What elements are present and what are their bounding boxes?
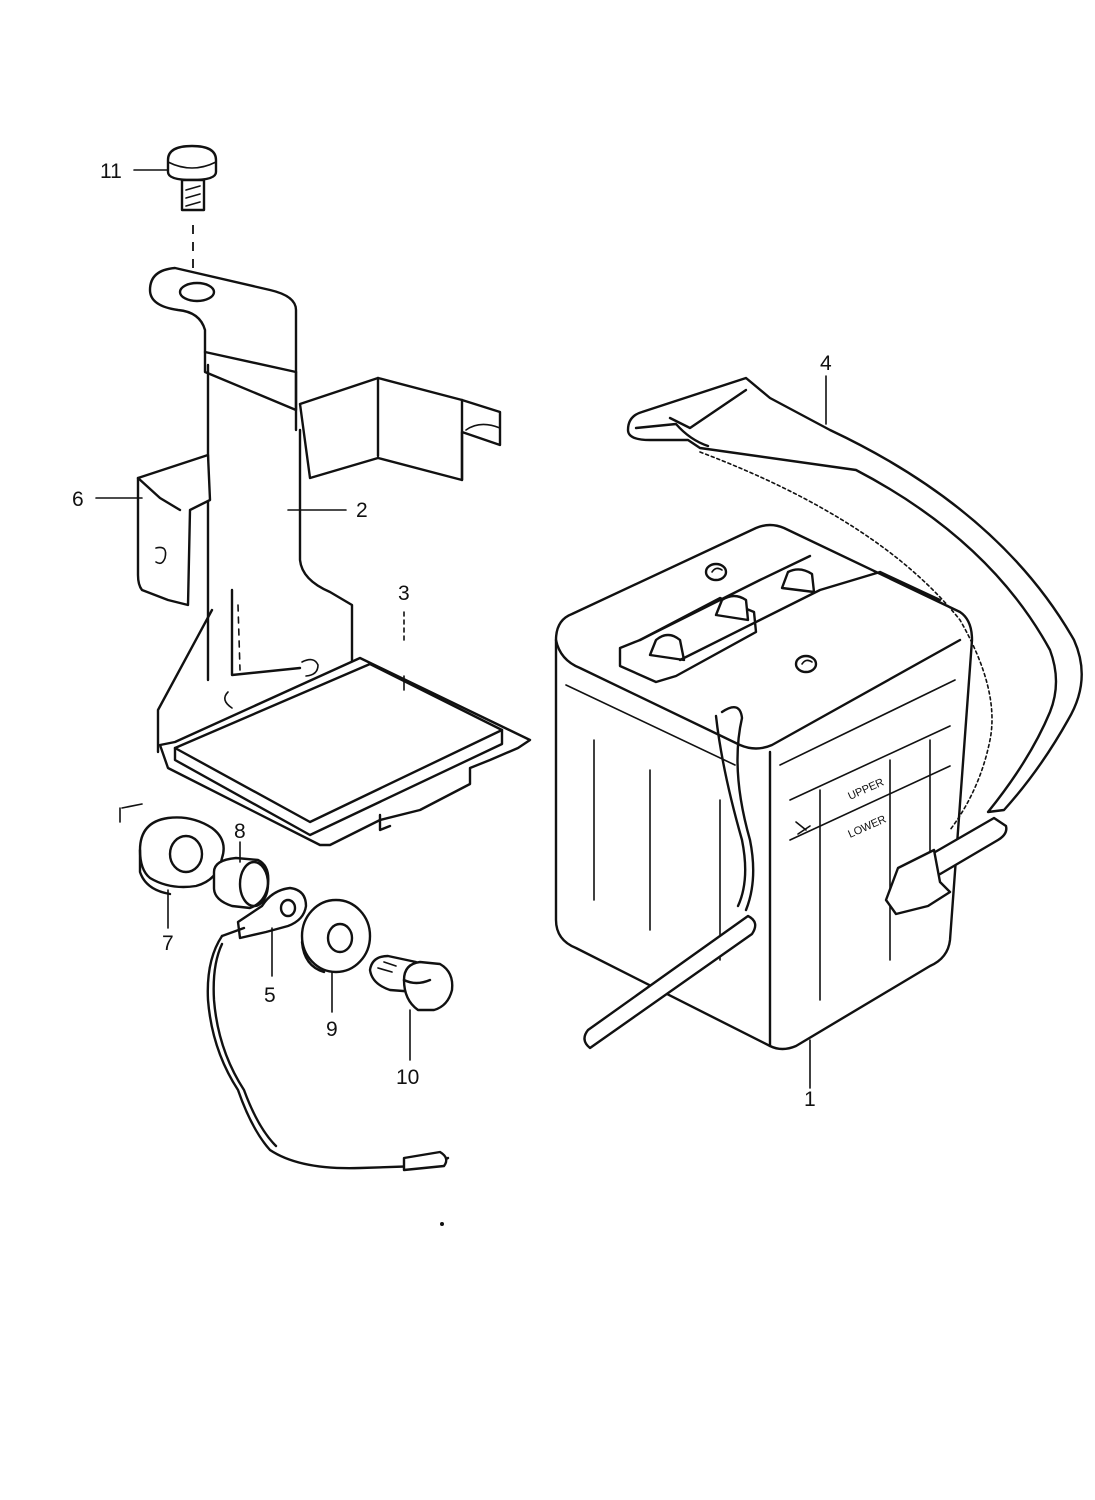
label-part-10: 10 xyxy=(396,1066,419,1089)
label-part-4: 4 xyxy=(820,352,832,375)
hex-bolt-part-10 xyxy=(368,954,454,1012)
label-part-7: 7 xyxy=(162,932,174,955)
label-part-1: 1 xyxy=(804,1088,816,1111)
label-part-11: 11 xyxy=(100,160,122,183)
label-part-6: 6 xyxy=(72,488,84,511)
callout-labels: 11 6 2 3 4 8 7 5 9 10 1 xyxy=(72,160,832,1111)
label-part-2: 2 xyxy=(356,499,368,522)
battery-part-1: UPPER LOWER xyxy=(554,523,974,1051)
label-part-3: 3 xyxy=(398,582,410,605)
label-part-9: 9 xyxy=(326,1018,338,1041)
battery-strap-part-4 xyxy=(626,376,1083,916)
collar-part-8 xyxy=(212,856,270,910)
ground-wire-part-5 xyxy=(206,886,450,1172)
stray-dot xyxy=(440,1222,444,1226)
grommet-part-7 xyxy=(119,803,225,896)
battery-tray-part-3 xyxy=(158,656,532,847)
battery-holder-bracket-part-2 xyxy=(136,266,502,754)
bolt-part-11 xyxy=(166,144,218,212)
label-part-8: 8 xyxy=(234,820,246,843)
leader-lines xyxy=(95,169,827,1089)
label-part-5: 5 xyxy=(264,984,276,1007)
washer-part-9 xyxy=(300,898,372,974)
